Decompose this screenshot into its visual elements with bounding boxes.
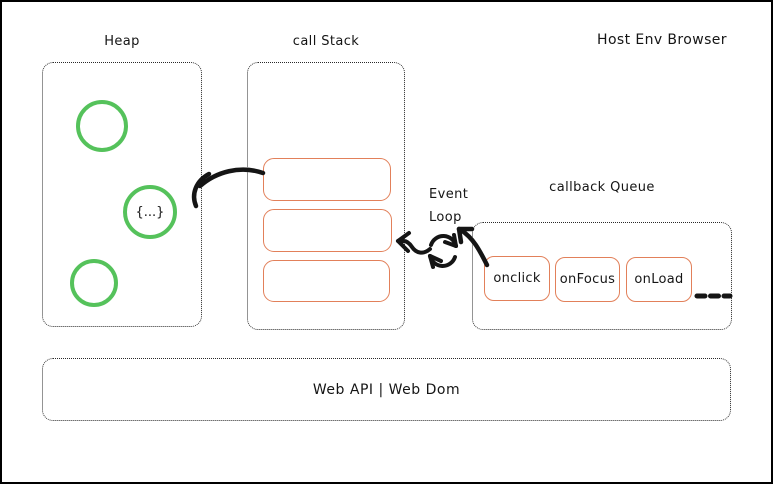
heap-circle-top — [76, 100, 128, 152]
heap-label: Heap — [104, 34, 140, 49]
queue-item-onload: onLoad — [626, 257, 692, 302]
heap-circle-bottom — [70, 259, 118, 307]
event-loop-label-line2: Loop — [429, 210, 462, 225]
stack-frame — [263, 260, 390, 302]
web-api-box: Web API | Web Dom — [42, 358, 731, 421]
web-api-label: Web API | Web Dom — [312, 381, 461, 398]
object-literal-text: {...} — [135, 204, 165, 220]
stack-frame — [263, 158, 391, 201]
event-loop-label-line1: Event — [429, 187, 469, 202]
heap-box — [42, 62, 202, 327]
heap-object-circle: {...} — [123, 185, 177, 239]
queue-item-onfocus: onFocus — [555, 257, 620, 302]
queue-item-onclick: onclick — [484, 256, 550, 301]
call-stack-box — [247, 62, 405, 330]
callback-queue-label: callback Queue — [549, 180, 655, 195]
call-stack-label: call Stack — [292, 34, 360, 49]
callback-queue-box — [472, 222, 732, 330]
event-loop-icon — [428, 233, 458, 269]
stack-frame — [263, 209, 392, 252]
host-env-title: Host Env Browser — [597, 32, 727, 48]
